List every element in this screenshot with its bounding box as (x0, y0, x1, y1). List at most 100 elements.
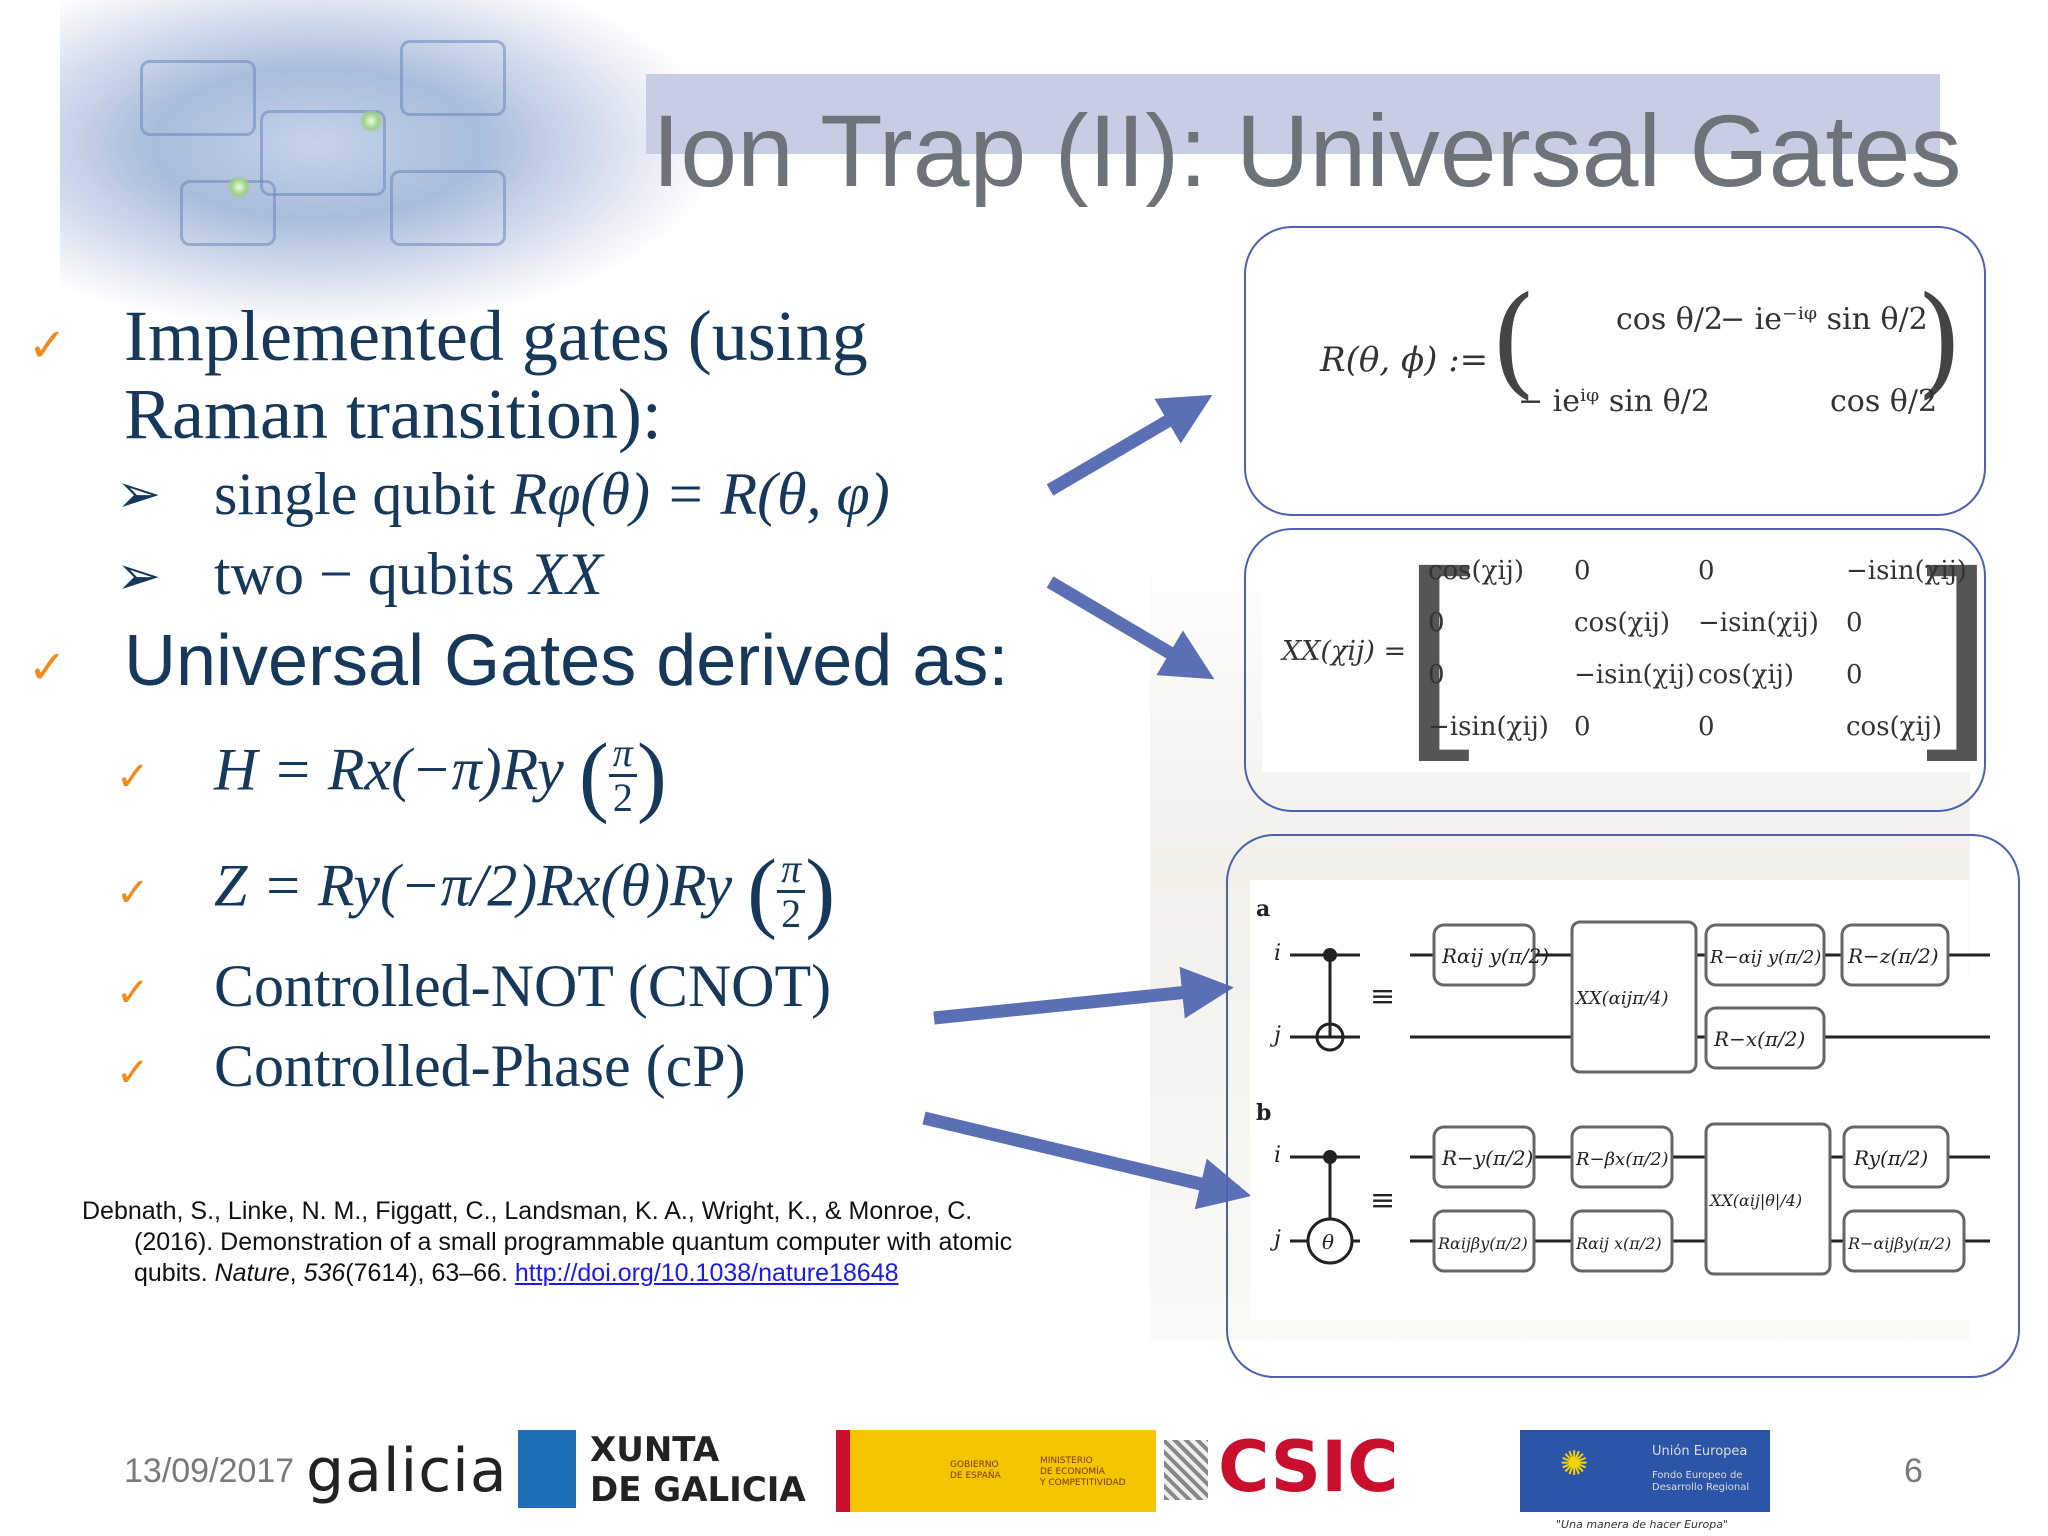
bullet-universal-gates: Universal Gates derived as: (124, 621, 1009, 701)
hex-shape (390, 170, 506, 246)
gate-box (1432, 923, 1536, 987)
check-icon: ✓ (28, 640, 67, 694)
r-matrix-cell-22: cos θ/2 (1830, 384, 1938, 419)
paren-close: ) (636, 726, 667, 825)
gate-a2: XX(αijπ/4) (1574, 988, 1669, 1009)
xx-matrix-cell: 0 (1574, 556, 1591, 586)
gate-box (1432, 1125, 1536, 1189)
gobierno-banner (836, 1430, 1156, 1512)
footer-date: 13/09/2017 (124, 1452, 295, 1490)
arrow-to-cnot-circuit (933, 966, 1234, 1025)
bullet-cnot: Controlled-NOT (CNOT) (214, 953, 832, 1019)
r-matrix-cell-11: cos θ/2 (1616, 302, 1724, 337)
xx-matrix-cell: −isin(χij) (1846, 556, 1967, 586)
page-number: 6 (1904, 1452, 1923, 1490)
r-matrix-bracket-left: ( (1490, 272, 1537, 411)
xunta-flag-icon (518, 1430, 576, 1508)
hex-shape (260, 110, 386, 196)
gate-b3: XX(αij|θ|/4) (1708, 1191, 1802, 1210)
arrow-to-cphase-circuit (922, 1111, 1252, 1210)
xx-matrix-cell: −isin(χij) (1428, 712, 1549, 742)
bullet-cphase: Controlled-Phase (cP) (214, 1033, 746, 1099)
wire-label-j: j (1269, 1227, 1281, 1252)
single-qubit-label: single qubit (214, 461, 496, 527)
xx-matrix-cell: 0 (1698, 556, 1715, 586)
paren-close: ) (805, 842, 836, 941)
target-circle (1315, 1022, 1345, 1052)
paren-open: ( (578, 726, 609, 825)
gate-b7: R−αijβy(π/2) (1847, 1234, 1951, 1253)
slide-title: Ion Trap (II): Universal Gates (652, 94, 1962, 208)
hex-shape (140, 60, 256, 136)
circuit-a-label: a (1256, 896, 1270, 922)
eu-flag-banner (1520, 1430, 1770, 1512)
arrowhead-bullet-icon: ➢ (116, 462, 162, 525)
r-matrix-cell-12: − ie⁻ⁱᵠ sin θ/2 (1720, 302, 1928, 337)
title-bar (646, 74, 1940, 154)
gate-box-xx (1570, 920, 1698, 1074)
two-qubits-formula: XX (529, 541, 603, 607)
bullet-two-qubits: two − qubits XX (214, 540, 603, 609)
z-formula: Z = Ry(−π/2)Rx(θ)Ry (214, 852, 733, 919)
xx-matrix-cell: 0 (1428, 660, 1445, 690)
bullet-single-qubit: single qubit Rφ(θ) = R(θ, φ) (214, 460, 890, 529)
header-decorative-art (60, 0, 700, 320)
gate-box (1704, 923, 1826, 987)
circuit-diagrams: a i j ≡ Rαij y(π/2) XX(αijπ/4) R−αij y(π… (1256, 896, 1990, 1276)
gate-b6: Rαij x(π/2) (1575, 1234, 1662, 1253)
glow-dot (360, 110, 382, 132)
gate-b1: R−y(π/2) (1441, 1146, 1533, 1170)
xx-matrix-cell: 0 (1574, 712, 1591, 742)
control-dot (1323, 948, 1337, 962)
single-qubit-formula: Rφ(θ) = R(θ, φ) (510, 461, 890, 527)
gate-box (1704, 1006, 1826, 1070)
gate-box (1432, 1209, 1536, 1273)
phase-theta: θ (1322, 1230, 1334, 1254)
xx-matrix-cell: cos(χij) (1698, 660, 1794, 690)
gate-a4: R−z(π/2) (1847, 944, 1939, 968)
gate-a1: Rαij y(π/2) (1441, 944, 1549, 968)
check-icon: ✓ (116, 1050, 150, 1096)
wire-label-i: i (1274, 1143, 1281, 1168)
paren-open: ( (747, 842, 778, 941)
reference-line2: (2016). Demonstration of a small program… (134, 1228, 1013, 1256)
r-matrix-cell-21: − ieⁱᵠ sin θ/2 (1518, 384, 1710, 419)
gate-box (1842, 1125, 1950, 1189)
equiv-symbol: ≡ (1370, 1183, 1395, 1218)
spain-flag-stripe (836, 1430, 850, 1512)
two-qubits-label: two − qubits (214, 541, 515, 607)
doi-link[interactable]: http://doi.org/10.1038/nature18648 (514, 1259, 899, 1287)
r-matrix-lhs: R(θ, ϕ) := (1320, 340, 1489, 380)
xx-matrix-bracket-right: ] (1910, 528, 1996, 784)
gate-box (1842, 1209, 1966, 1273)
arrowhead-bullet-icon: ➢ (116, 544, 162, 607)
reference-authors: Debnath, S., Linke, N. M., Figgatt, C., … (82, 1197, 973, 1225)
r-matrix-bracket-right: ) (1916, 272, 1963, 411)
r-matrix-panel (1300, 280, 1940, 470)
xx-matrix-bracket-left: [ (1400, 528, 1486, 784)
gate-box (1570, 1125, 1674, 1189)
check-icon: ✓ (116, 754, 150, 800)
bullet-implemented-line2: Raman transition): (124, 374, 662, 454)
xx-matrix-cell: cos(χij) (1428, 556, 1524, 586)
equiv-symbol: ≡ (1370, 979, 1395, 1014)
xx-matrix-cell: 0 (1428, 608, 1445, 638)
xx-matrix-cell: 0 (1846, 608, 1863, 638)
xx-matrix-lhs: XX(χij) = (1282, 636, 1407, 667)
reference-citation: Debnath, S., Linke, N. M., Figgatt, C., … (82, 1196, 1072, 1289)
gate-b5: Rαijβy(π/2) (1437, 1234, 1528, 1253)
check-icon: ✓ (116, 870, 150, 916)
bullet-implemented-line1: Implemented gates (using (124, 296, 868, 376)
control-dot (1323, 1150, 1337, 1164)
check-icon: ✓ (28, 318, 67, 372)
xx-matrix-box (1244, 528, 1986, 812)
xx-matrix-cell: 0 (1846, 660, 1863, 690)
gate-box (1570, 1209, 1674, 1273)
glow-dot (228, 176, 250, 198)
eu-stars-icon: ✺ (1560, 1444, 1589, 1484)
